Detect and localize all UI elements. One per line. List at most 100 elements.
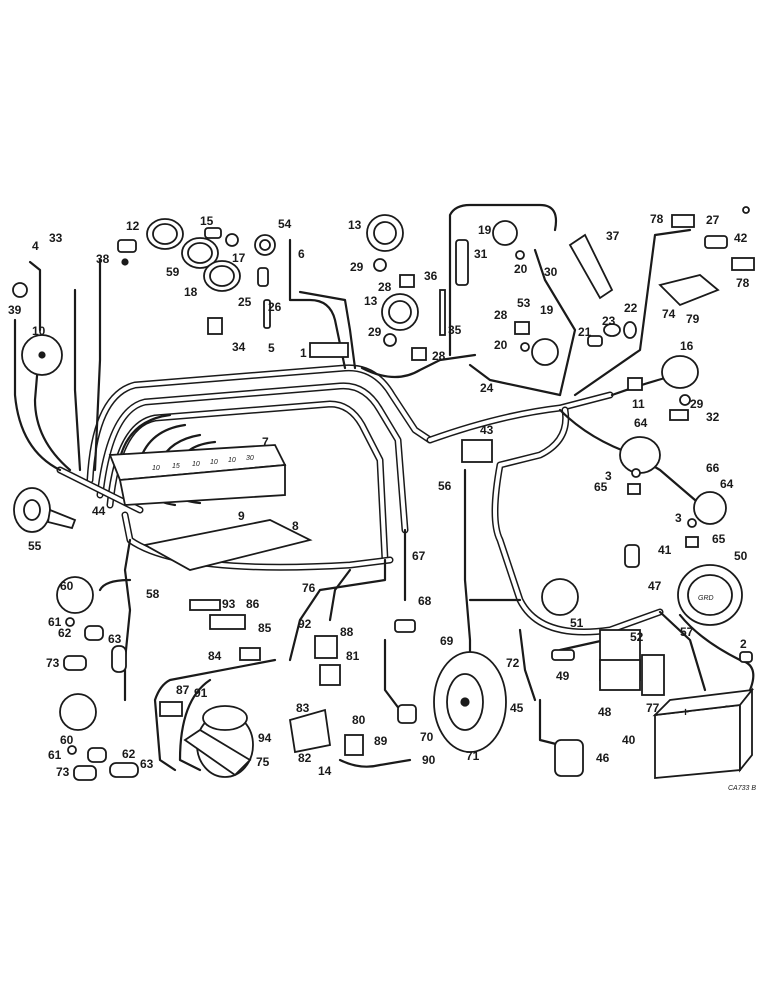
callout-c53: 53 xyxy=(517,296,531,310)
callout-c54: 54 xyxy=(278,217,292,231)
bracket-78-lower xyxy=(731,257,755,271)
washer-20-lower xyxy=(520,342,530,352)
connector-1 xyxy=(309,342,349,358)
socket-73-lower xyxy=(73,765,97,781)
callout-c14: 14 xyxy=(318,764,332,778)
tube-63-upper xyxy=(111,645,127,673)
callout-c51: 51 xyxy=(570,616,584,630)
callout-c71: 71 xyxy=(466,749,480,763)
fuse-label-1: 10 xyxy=(152,465,160,472)
lamp-19-lower xyxy=(531,338,559,366)
clip-29-upper xyxy=(373,258,387,272)
callout-c88: 88 xyxy=(340,625,354,639)
switch-54 xyxy=(254,234,276,256)
clip-29-lower xyxy=(383,333,397,347)
callout-c10: 10 xyxy=(32,324,46,338)
horn-55 xyxy=(13,487,77,533)
pulley-71 xyxy=(433,651,507,753)
callout-c16: 16 xyxy=(680,339,694,353)
callout-c6: 6 xyxy=(298,247,305,261)
callout-c92: 92 xyxy=(298,617,312,631)
callout-c5: 5 xyxy=(268,341,275,355)
solenoid-51 xyxy=(541,578,579,616)
callout-c47: 47 xyxy=(648,579,662,593)
nut-61-upper xyxy=(65,617,75,627)
bracket-37 xyxy=(568,233,614,300)
bracket-75 xyxy=(183,728,252,777)
callout-c31: 31 xyxy=(474,247,488,261)
callout-c38: 38 xyxy=(96,252,110,266)
flasher-10 xyxy=(21,334,63,376)
relay-34 xyxy=(207,317,223,335)
washer-20-upper xyxy=(515,250,525,260)
callout-c78a: 78 xyxy=(650,212,664,226)
callout-c17: 17 xyxy=(232,251,246,265)
switch-88 xyxy=(314,635,338,659)
bracket-93 xyxy=(189,599,221,611)
callout-c32: 32 xyxy=(706,410,720,424)
fuse-label-3: 10 xyxy=(192,461,200,468)
bracket-77 xyxy=(641,654,665,696)
callout-c75: 75 xyxy=(256,755,270,769)
callout-c44: 44 xyxy=(92,504,106,518)
rod-35 xyxy=(439,289,446,336)
callout-c39: 39 xyxy=(8,303,22,317)
clip-29-right xyxy=(679,394,691,406)
callout-c35: 35 xyxy=(448,323,462,337)
lamp-19-upper xyxy=(492,220,518,246)
bracket-78-upper xyxy=(671,214,695,228)
fuse-block-7 xyxy=(108,444,287,506)
lamp-60-upper xyxy=(56,576,94,614)
bracket-62-upper xyxy=(84,625,104,641)
callout-c57: 57 xyxy=(680,625,694,639)
fuse-label-4: 10 xyxy=(210,459,218,466)
relay-80 xyxy=(344,734,364,756)
gauge-59 xyxy=(181,237,219,269)
callout-c8: 8 xyxy=(292,519,299,533)
callout-c73a: 73 xyxy=(46,656,60,670)
cable-2 xyxy=(739,651,753,663)
callout-c83: 83 xyxy=(296,701,310,715)
nut-61-lower xyxy=(67,745,77,755)
callout-c41: 41 xyxy=(658,543,672,557)
light-17 xyxy=(225,233,239,247)
callout-c13b: 13 xyxy=(364,294,378,308)
callout-c29b: 29 xyxy=(368,325,382,339)
grommet-23 xyxy=(603,323,621,337)
bracket-28-right xyxy=(514,321,530,335)
callout-c20a: 20 xyxy=(514,262,528,276)
callout-c26: 26 xyxy=(268,300,282,314)
lamp-13-upper xyxy=(366,214,404,252)
socket-73-upper xyxy=(63,655,87,671)
callout-c65b: 65 xyxy=(712,532,726,546)
switch-85 xyxy=(239,647,261,661)
callout-c15: 15 xyxy=(200,214,214,228)
callout-c94: 94 xyxy=(258,731,272,745)
plate-79 xyxy=(658,274,720,307)
callout-c84: 84 xyxy=(208,649,222,663)
connector-11 xyxy=(627,377,643,391)
sleeve-31 xyxy=(455,239,469,286)
callout-c86: 86 xyxy=(246,597,260,611)
callout-c78b: 78 xyxy=(736,276,750,290)
lamp-16 xyxy=(661,355,699,389)
callout-c52: 52 xyxy=(630,630,644,644)
fuse-label-2: 15 xyxy=(172,463,180,470)
callout-c37: 37 xyxy=(606,229,620,243)
callout-c72: 72 xyxy=(506,656,520,670)
callout-c21: 21 xyxy=(578,325,592,339)
lamp-60-lower xyxy=(59,693,97,731)
callout-c90: 90 xyxy=(422,753,436,767)
callout-c19a: 19 xyxy=(478,223,492,237)
washer-3-lower xyxy=(687,518,697,528)
sender-25 xyxy=(263,299,271,329)
callout-c40: 40 xyxy=(622,733,636,747)
callout-c81: 81 xyxy=(346,649,360,663)
bracket-82 xyxy=(288,708,332,754)
switch-87 xyxy=(159,701,183,717)
sensor-70 xyxy=(397,704,417,724)
callout-c64b: 64 xyxy=(720,477,734,491)
callout-c74: 74 xyxy=(662,307,676,321)
